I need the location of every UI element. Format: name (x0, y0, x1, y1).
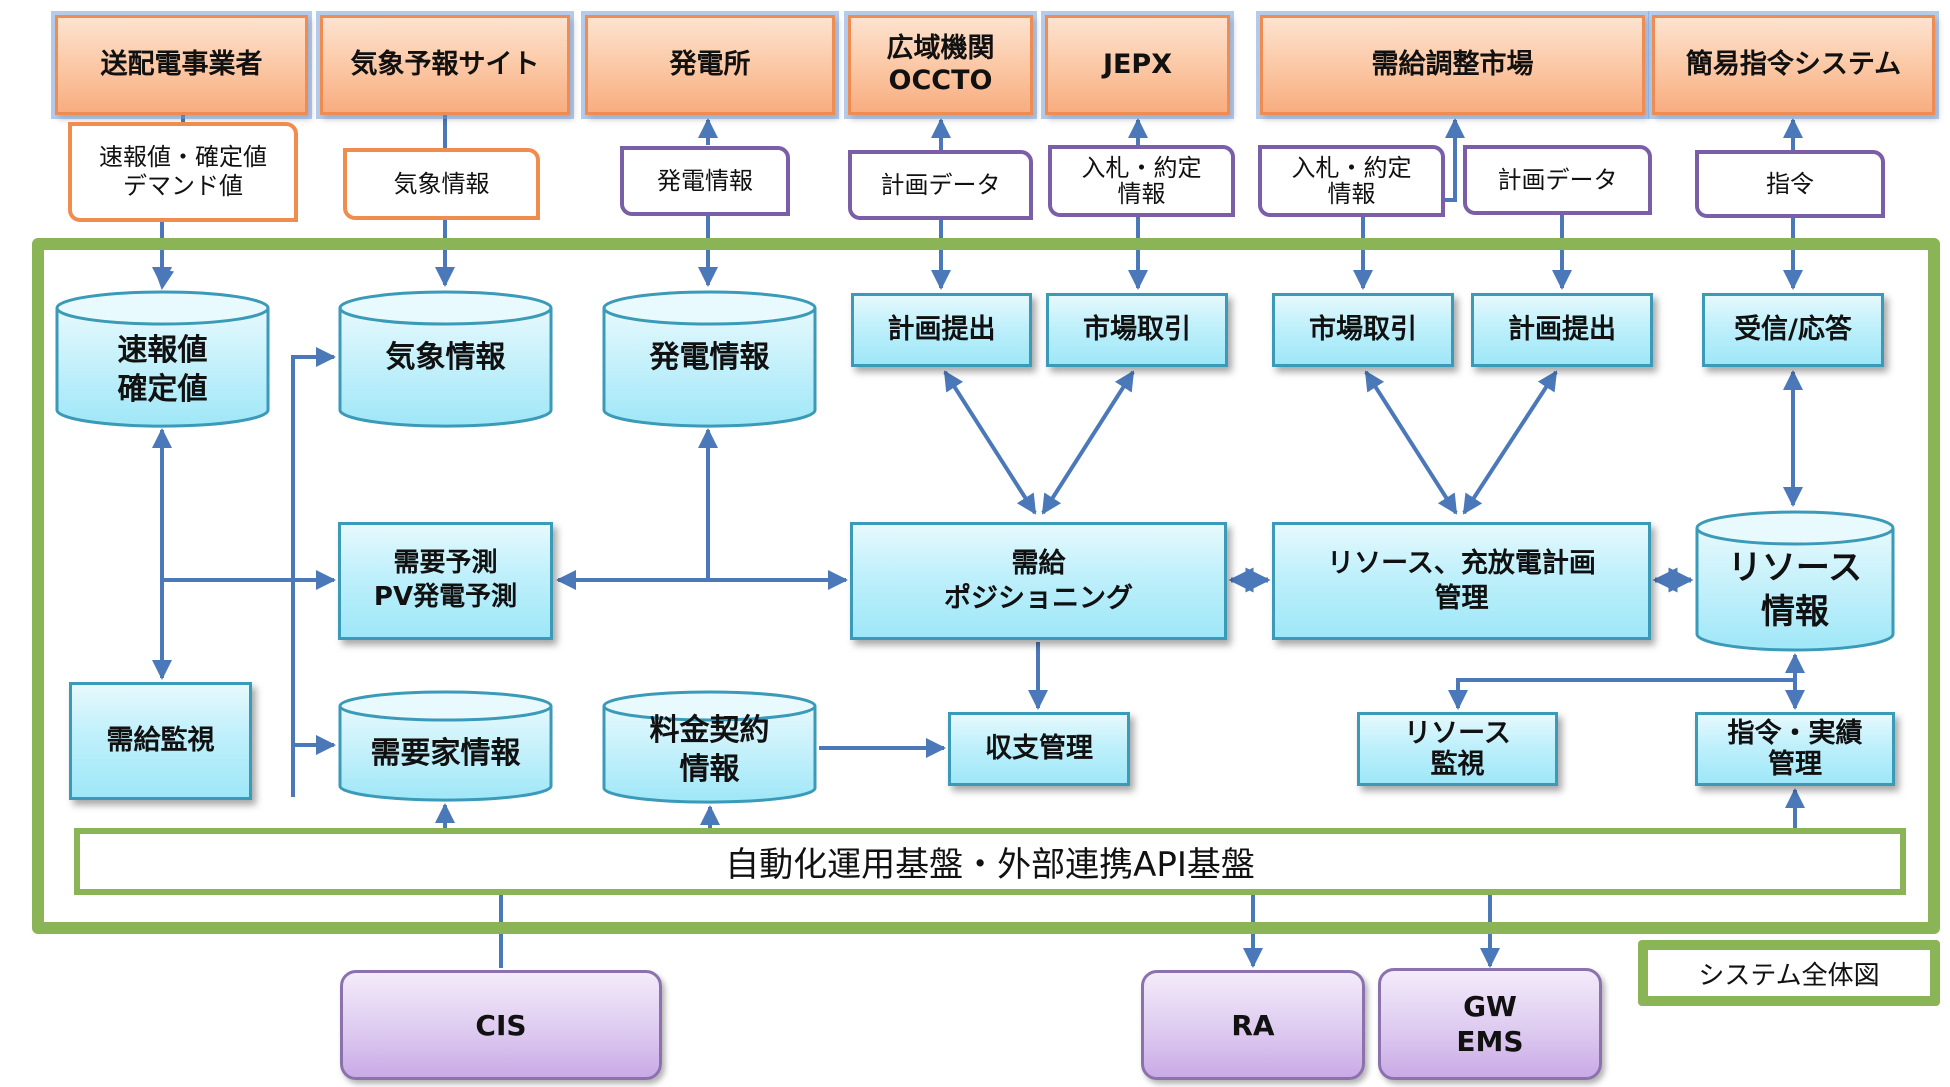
arrow-to-db-weather (291, 347, 336, 797)
db-tariff-contract[interactable]: 料金契約 情報 (602, 690, 817, 804)
box-market-trade-jepx[interactable]: 市場取引 (1046, 293, 1228, 367)
db-customer-info[interactable]: 需要家情報 (338, 690, 553, 802)
external-jepx-label: JEPX (1102, 48, 1173, 80)
external-jepx[interactable]: JEPX (1045, 15, 1230, 115)
tag-plan-data-market: 計画データ (1463, 145, 1652, 215)
automation-api-platform-label: 自動化運用基盤・外部連携API基盤 (725, 845, 1255, 885)
database-icon (602, 290, 817, 428)
database-icon (338, 690, 553, 802)
external-tso-label: 送配電事業者 (100, 48, 263, 80)
arrow-positioning-market-trade (1041, 370, 1135, 515)
system-gw-ems[interactable]: GW EMS (1378, 968, 1602, 1080)
db-meter-values[interactable]: 速報値 確定値 (55, 290, 270, 428)
db-weather-info[interactable]: 気象情報 (338, 290, 553, 428)
arrow-tags-to-balancing-market (1445, 118, 1465, 202)
database-icon (602, 690, 817, 804)
external-simple-dispatch-label: 簡易指令システム (1685, 48, 1902, 80)
external-power-plant-label: 発電所 (669, 48, 751, 80)
database-icon (55, 290, 270, 428)
box-market-trade-balancing[interactable]: 市場取引 (1272, 293, 1454, 367)
database-icon (1695, 510, 1895, 652)
db-tariff-contract-label: 料金契約 情報 (649, 713, 770, 787)
box-demand-pv-forecast[interactable]: 需要予測 PV発電予測 (338, 522, 553, 640)
external-power-plant[interactable]: 発電所 (585, 15, 835, 115)
tag-bid-data-market: 入札・約定 情報 (1258, 145, 1445, 217)
box-receive-respond[interactable]: 受信/応答 (1702, 293, 1884, 367)
tag-generation-data: 発電情報 (620, 146, 790, 216)
box-supply-demand-positioning[interactable]: 需給 ポジショニング (850, 522, 1227, 640)
box-resource-charge-plan[interactable]: リソース、充放電計画 管理 (1272, 522, 1651, 640)
external-simple-dispatch[interactable]: 簡易指令システム (1652, 15, 1935, 115)
db-resource-info-label: リソース 情報 (1727, 547, 1863, 632)
box-balance-management[interactable]: 収支管理 (948, 712, 1130, 786)
db-resource-info[interactable]: リソース 情報 (1695, 510, 1895, 652)
box-plan-submit-balancing[interactable]: 計画提出 (1471, 293, 1653, 367)
box-resource-monitor[interactable]: リソース 監視 (1357, 712, 1558, 786)
automation-api-platform[interactable]: 自動化運用基盤・外部連携API基盤 (74, 828, 1906, 895)
system-cis[interactable]: CIS (340, 970, 662, 1080)
tag-weather-data: 気象情報 (343, 148, 540, 220)
tag-plan-data-occto: 計画データ (848, 150, 1033, 220)
external-balancing-market[interactable]: 需給調整市場 (1260, 15, 1645, 115)
external-balancing-market-label: 需給調整市場 (1371, 48, 1534, 80)
db-meter-values-label: 速報値 確定値 (117, 333, 208, 407)
arrow-resource-plan-plan-submit (1462, 370, 1558, 515)
db-generation-info-label: 発電情報 (649, 339, 770, 375)
box-plan-submit-occto[interactable]: 計画提出 (851, 293, 1032, 367)
external-weather-site-label: 気象予報サイト (350, 48, 540, 80)
box-command-record-mgmt[interactable]: 指令・実績 管理 (1695, 712, 1895, 786)
external-weather-site[interactable]: 気象予報サイト (320, 15, 570, 115)
external-occto-label: 広域機関 OCCTO (886, 32, 995, 96)
diagram-caption: システム全体図 (1638, 940, 1940, 1006)
arrow-positioning-plan-submit (943, 370, 1037, 515)
tag-meter-data: 速報値・確定値 デマンド値 (68, 122, 298, 222)
system-boundary-frame (32, 238, 1940, 934)
box-supply-demand-monitor[interactable]: 需給監視 (69, 682, 252, 800)
arrow-resource-plan-market-trade (1364, 370, 1458, 515)
tag-bid-data-jepx: 入札・約定 情報 (1048, 145, 1235, 217)
database-icon (338, 290, 553, 428)
system-ra[interactable]: RA (1141, 970, 1365, 1080)
db-generation-info[interactable]: 発電情報 (602, 290, 817, 428)
external-occto[interactable]: 広域機関 OCCTO (848, 15, 1033, 115)
db-customer-info-label: 需要家情報 (370, 735, 521, 771)
diagram-caption-label: システム全体図 (1698, 960, 1880, 991)
tag-command: 指令 (1695, 150, 1885, 218)
external-tso[interactable]: 送配電事業者 (55, 15, 308, 115)
db-weather-info-label: 気象情報 (385, 339, 506, 375)
arrow-resource-info-down (1448, 653, 1805, 710)
